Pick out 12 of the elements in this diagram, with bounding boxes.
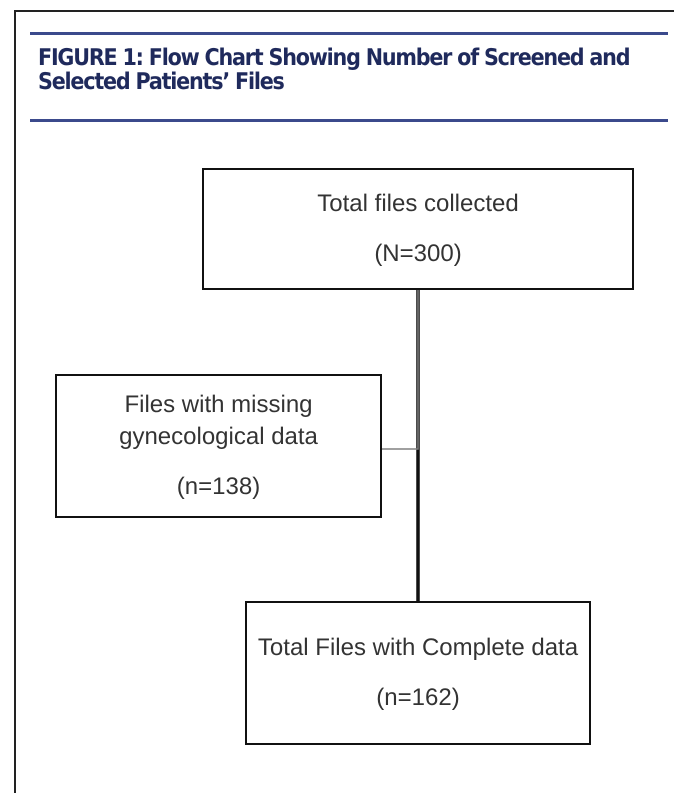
connector-line (416, 290, 420, 601)
box-text: Total Files with Complete data (258, 633, 578, 663)
count-text: (N=300) (374, 239, 462, 269)
process-box (202, 168, 634, 290)
box-text: Total files collected (317, 189, 519, 219)
figure-title: FIGURE 1: Flow Chart Showing Number of Screened and Selected Patients’ Files (38, 46, 630, 94)
count-text: (n=138) (176, 472, 260, 502)
count-text: (n=162) (376, 683, 460, 713)
box-text: Files with missing gynecological data (118, 390, 319, 452)
connector-line (382, 290, 419, 450)
process-box (245, 601, 591, 745)
process-box (55, 374, 382, 518)
